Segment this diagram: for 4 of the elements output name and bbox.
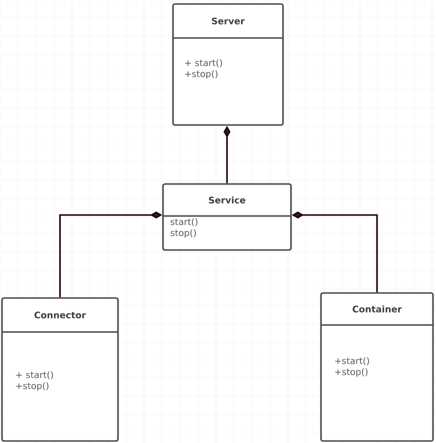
class-box: Connector + start() +stop() [1,297,119,442]
class-box: Service start() stop() [162,183,292,251]
class-box: Server + start() +stop() [172,3,284,126]
class-box: Container +start() +stop() [320,292,434,442]
